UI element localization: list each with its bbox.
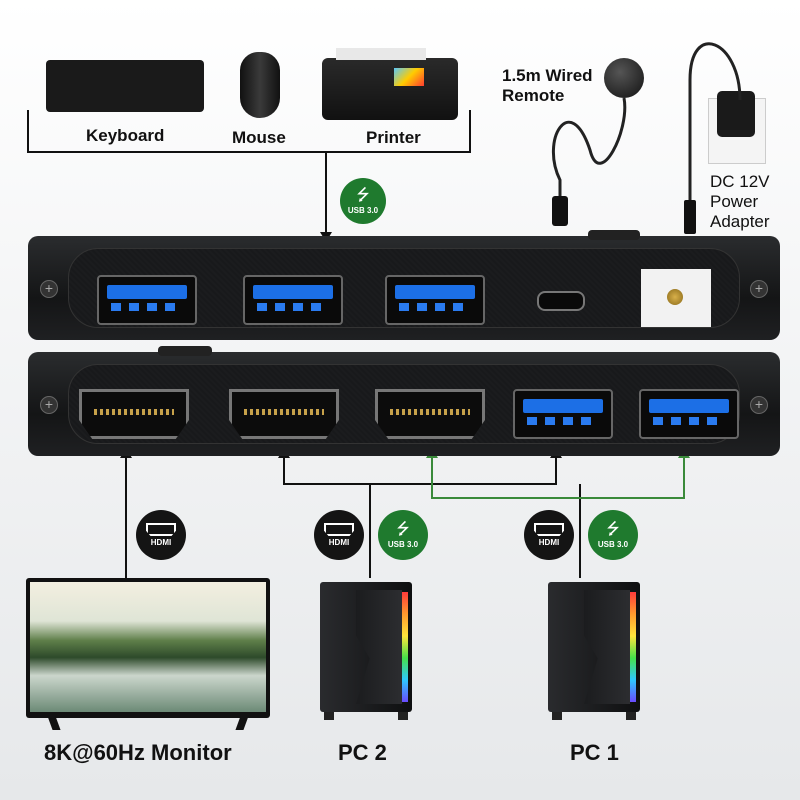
screw-icon: + bbox=[40, 280, 58, 298]
power-cable bbox=[688, 42, 742, 230]
usb-icon: ⭍ bbox=[356, 186, 370, 204]
kvm-switch-front: + + bbox=[28, 346, 780, 456]
hdmi-badge-monitor-label: HDMI bbox=[150, 538, 172, 547]
remote-plug bbox=[552, 196, 568, 226]
power-label: DC 12V Power Adapter bbox=[710, 172, 770, 232]
usb-badge-pc2: ⭍ USB 3.0 bbox=[378, 510, 428, 560]
hdmi-in-port-2[interactable] bbox=[229, 389, 339, 439]
monitor-image bbox=[26, 578, 270, 730]
hdmi-out-port[interactable] bbox=[79, 389, 189, 439]
mouse-image bbox=[240, 52, 280, 118]
wall-outlet bbox=[708, 91, 766, 164]
pc2-tower-image bbox=[320, 582, 412, 720]
hdmi-icon bbox=[534, 523, 564, 536]
switch-button-top[interactable] bbox=[588, 230, 640, 240]
printer-image bbox=[322, 48, 458, 120]
usb-host-port-1[interactable] bbox=[639, 389, 739, 439]
peripheral-bracket-line bbox=[27, 110, 471, 153]
remote-label-line2: Remote bbox=[502, 86, 565, 105]
usb-host-port-2[interactable] bbox=[513, 389, 613, 439]
usb-badge-pc1-label: USB 3.0 bbox=[597, 539, 629, 549]
front-panel-face bbox=[68, 364, 740, 444]
hdmi-badge-pc2: HDMI bbox=[314, 510, 364, 560]
pc2-hdmi-line bbox=[283, 456, 557, 485]
hdmi-badge-pc2-label: HDMI bbox=[328, 538, 350, 547]
usb-icon: ⭍ bbox=[606, 520, 620, 538]
screw-icon: + bbox=[40, 396, 58, 414]
power-label-line2: Power bbox=[710, 192, 759, 211]
usb-port-1[interactable] bbox=[97, 275, 197, 325]
pc1-tower-image bbox=[548, 582, 640, 720]
usb-icon: ⭍ bbox=[396, 520, 410, 538]
hdmi-badge-pc1: HDMI bbox=[524, 510, 574, 560]
usb-badge-pc1: ⭍ USB 3.0 bbox=[588, 510, 638, 560]
pc2-label: PC 2 bbox=[338, 740, 387, 765]
usb-badge-pc2-label: USB 3.0 bbox=[387, 539, 419, 549]
remote-puck bbox=[604, 58, 644, 98]
screw-icon: + bbox=[750, 280, 768, 298]
remote-label-line1: 1.5m Wired bbox=[502, 66, 593, 85]
screw-icon: + bbox=[750, 396, 768, 414]
remote-port[interactable] bbox=[537, 291, 585, 311]
monitor-label: 8K@60Hz Monitor bbox=[44, 740, 232, 765]
remote-cable bbox=[551, 97, 627, 200]
remote-label: 1.5m Wired Remote bbox=[502, 66, 593, 106]
printer-label: Printer bbox=[366, 128, 421, 147]
keyboard-label: Keyboard bbox=[86, 126, 165, 145]
hdmi-badge-monitor: HDMI bbox=[136, 510, 186, 560]
power-label-line3: Adapter bbox=[710, 212, 770, 231]
mouse-label: Mouse bbox=[232, 128, 286, 147]
switch-button-bottom[interactable] bbox=[158, 346, 212, 356]
usb-port-2[interactable] bbox=[243, 275, 343, 325]
hdmi-icon bbox=[146, 523, 176, 536]
dc-power-port[interactable] bbox=[641, 269, 711, 327]
kvm-switch-back: + + bbox=[28, 230, 780, 340]
hdmi-in-port-1[interactable] bbox=[375, 389, 485, 439]
hdmi-badge-pc1-label: HDMI bbox=[538, 538, 560, 547]
usb-badge-top-label: USB 3.0 bbox=[347, 205, 379, 215]
pc1-label: PC 1 bbox=[570, 740, 619, 765]
usb-badge-top: ⭍ USB 3.0 bbox=[340, 178, 386, 224]
usb-green-line bbox=[431, 456, 685, 499]
usb-port-3[interactable] bbox=[385, 275, 485, 325]
power-label-line1: DC 12V bbox=[710, 172, 770, 191]
hdmi-icon bbox=[324, 523, 354, 536]
keyboard-image bbox=[46, 60, 204, 112]
back-panel-face bbox=[68, 248, 740, 328]
power-plug bbox=[684, 200, 696, 234]
